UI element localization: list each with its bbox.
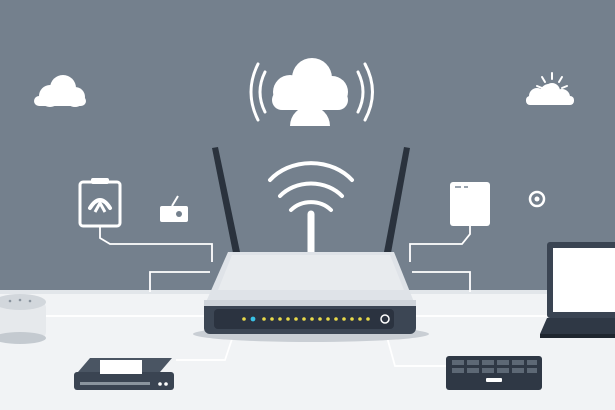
router-power-button — [380, 314, 390, 324]
router-antenna-left — [212, 147, 240, 253]
laptop — [540, 242, 615, 338]
radio-icon — [160, 195, 188, 222]
tablet-icon — [450, 182, 490, 226]
keyboard-device — [446, 356, 542, 390]
wireless-router — [193, 147, 429, 342]
smart-speaker — [0, 294, 46, 344]
wifi-signal-icon — [268, 161, 354, 256]
at-sign-icon — [528, 190, 546, 208]
connection-lines — [0, 226, 552, 367]
laptop-screen — [553, 248, 615, 312]
modem — [74, 358, 174, 390]
sun-cloud-icon — [526, 72, 574, 105]
router-antenna-right — [384, 147, 410, 253]
cloud-icon — [34, 75, 86, 107]
router-status-leds — [242, 316, 370, 322]
cloud-upload-icon — [249, 58, 374, 126]
